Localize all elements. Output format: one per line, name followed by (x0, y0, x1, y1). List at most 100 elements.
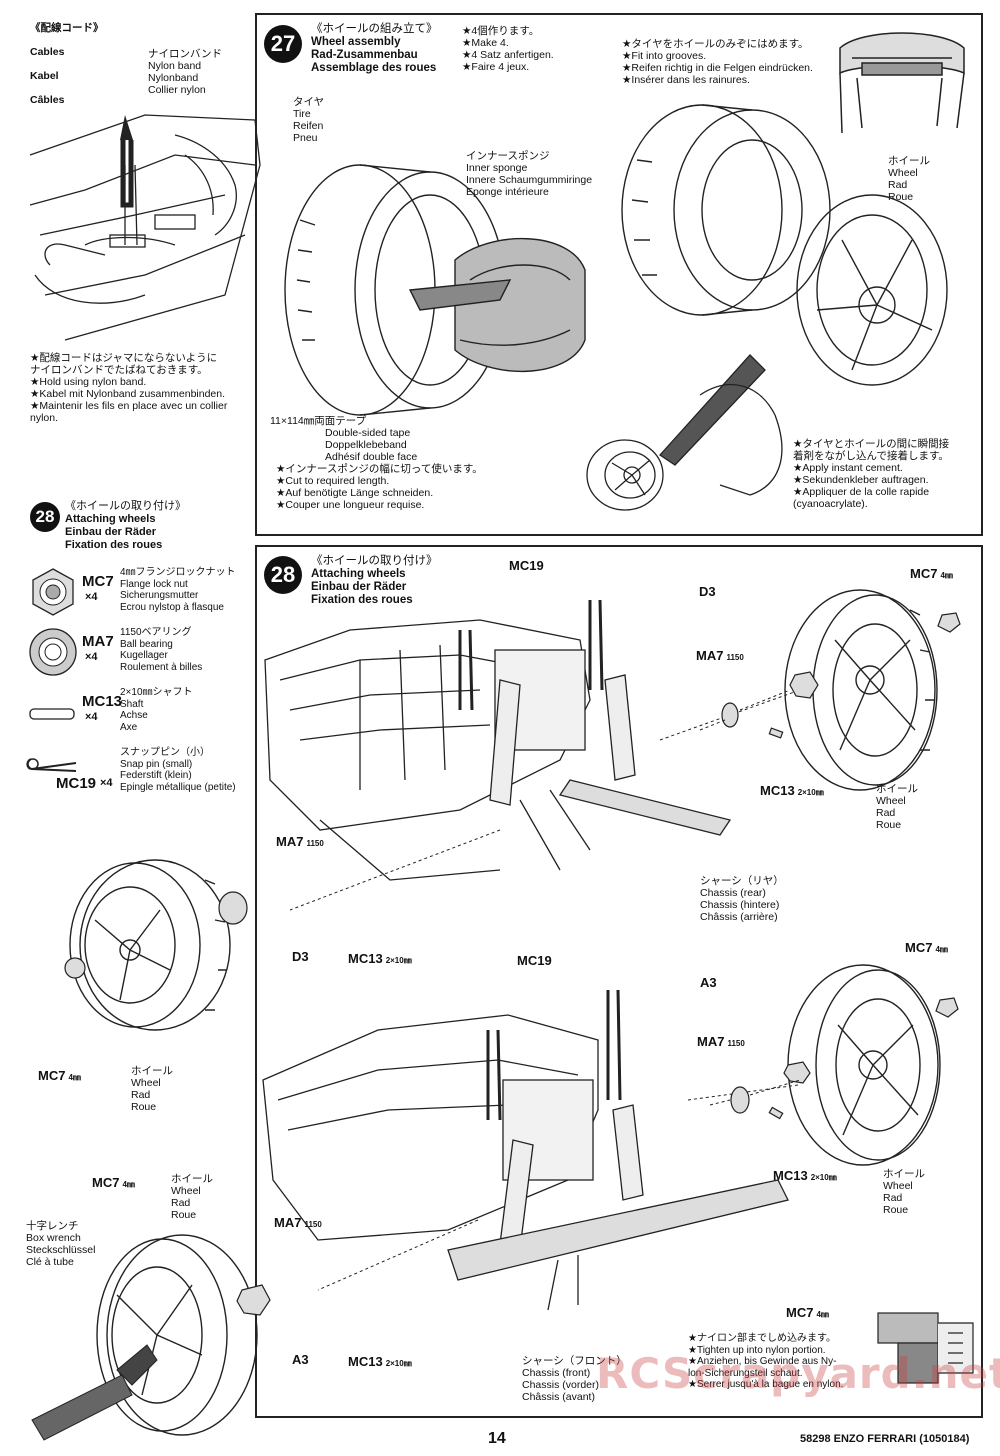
cables-title-de: Kabel (30, 70, 59, 82)
step28-title: 《ホイールの取り付け》 Attaching wheels Einbau der … (311, 555, 438, 607)
part-code-mc19: MC19 (56, 775, 97, 792)
cables-illustration (29, 114, 261, 341)
step27-title-fr: Assemblage des roues (311, 62, 437, 74)
label-mc13-right2-size: 2×10㎜ (810, 1173, 837, 1182)
rear-left-wheel-illustration (64, 859, 248, 1031)
label-mc13-bottom-code: MC13 (348, 1354, 383, 1369)
step28-panel (255, 545, 983, 1418)
rear-right-wheel-illustration (784, 589, 961, 791)
part-row-ma7: MA7 ×4 1150ベアリング Ball bearing Kugellager… (28, 627, 258, 676)
step28-parts-title-de: Einbau der Räder (65, 526, 157, 538)
cables-title-fr: Câbles (30, 94, 65, 106)
flange-nut-icon (32, 568, 74, 616)
label-wheel-top: ホイール Wheel Rad Roue (876, 783, 918, 831)
tire-on-wheel-illustration (621, 104, 948, 386)
tire-label: タイヤ Tire Reifen Pneu (293, 96, 325, 144)
part-row-mc19: MC19 ×4 スナップピン（小） Snap pin (small) Feder… (26, 747, 258, 795)
front-chassis-illustration (262, 989, 799, 1311)
nylon-band-label: ナイロンバンド Nylon band Nylonband Collier nyl… (148, 48, 223, 96)
label-wheel-right2: ホイール Wheel Rad Roue (883, 1168, 925, 1216)
step28-parts-title-jp: 《ホイールの取り付け》 (65, 500, 186, 512)
label-a3-bottom: A3 (292, 1352, 309, 1367)
cables-title-jp: 《配線コード》 (30, 22, 104, 34)
cut-note: ★インナースポンジの幅に切って使います。 ★Cut to required le… (276, 463, 483, 511)
label-mc13-left-size: 2×10㎜ (385, 956, 412, 965)
watermark: RCScrapyard.net (596, 1349, 1000, 1398)
part-qty-mc19: ×4 (100, 777, 113, 789)
fit-note: ★タイヤをホイールのみぞにはめます。 ★Fit into grooves. ★R… (622, 38, 813, 86)
part-desc-mc7: 4㎜フランジロックナット Flange lock nut Sicherungsm… (120, 567, 236, 613)
step27-title-en: Wheel assembly (311, 36, 401, 48)
step27-title-jp: 《ホイールの組み立て》 (311, 23, 438, 35)
label-mc13-left-code: MC13 (348, 951, 383, 966)
label-ma7-right2-size: 1150 (727, 1039, 745, 1048)
doc-id: 58298 ENZO FERRARI (1050184) (800, 1433, 970, 1445)
step28-parts-title-en: Attaching wheels (65, 513, 156, 525)
label-mc7-right2-code: MC7 (905, 940, 933, 955)
snap-pin-icon (26, 758, 77, 772)
step28-parts-title-fr: Fixation des roues (65, 539, 163, 551)
step28-number: 28 (264, 556, 302, 594)
page-number: 14 (488, 1430, 506, 1447)
step27-title-de: Rad-Zusammenbau (311, 49, 418, 61)
label-mc13-right2-code: MC13 (773, 1168, 808, 1183)
nylon-nut-detail-illustration (877, 1312, 974, 1384)
label-d3-top: D3 (699, 584, 716, 599)
front-hub-parts-illustration (709, 1079, 801, 1120)
cement-application-illustration (586, 354, 783, 511)
tighten-note: ★ナイロン部までしめ込みます。 ★Tighten up into nylon p… (688, 1333, 844, 1390)
cables-title: 《配線コード》 Cables Kabel Câbles (30, 10, 104, 118)
cement-note: ★タイヤとホイールの間に瞬間接 着剤をながし込んで接着します。 ★Apply i… (793, 438, 950, 510)
step28-title-de: Einbau der Räder (311, 581, 407, 593)
part-row-mc13: MC13 ×4 2×10㎜シャフト Shaft Achse Axe (28, 687, 258, 735)
label-wheel-left: ホイール Wheel Rad Roue (131, 1065, 173, 1113)
label-ma7-top-code: MA7 (696, 648, 724, 663)
tire-cross-section-illustration (839, 32, 965, 134)
step28-title-en: Attaching wheels (311, 568, 406, 580)
part-code-ma7: MA7 (82, 633, 114, 650)
label-mc13-top-size: 2×10㎜ (797, 788, 824, 797)
label-wheel-bottom: ホイール Wheel Rad Roue (171, 1173, 213, 1221)
label-a3-right: A3 (700, 975, 717, 990)
part-desc-mc13: 2×10㎜シャフト Shaft Achse Axe (120, 687, 193, 733)
label-mc7-left2-code: MC7 (38, 1068, 66, 1083)
front-right-wheel-illustration (783, 964, 959, 1166)
wheel-label-27: ホイール Wheel Rad Roue (888, 155, 930, 203)
label-mc7-top-size: 4㎜ (940, 571, 953, 580)
label-ma7-top-size: 1150 (726, 653, 744, 662)
part-qty-ma7: ×4 (85, 651, 98, 663)
label-ma7-left-code: MA7 (276, 834, 304, 849)
front-left-wheel-with-wrench-illustration (31, 1234, 271, 1441)
step28-parts-title: 《ホイールの取り付け》 Attaching wheels Einbau der … (65, 500, 186, 552)
cables-title-en: Cables (30, 46, 65, 58)
part-code-mc7: MC7 (82, 573, 114, 590)
label-box-wrench: 十字レンチ Box wrench Steckschlüssel Clé à tu… (26, 1220, 96, 1268)
label-chassis-front: シャーシ（フロント） Chassis (front) Chassis (vord… (522, 1355, 627, 1403)
label-mc7-bottom-code: MC7 (92, 1175, 120, 1190)
cables-note: ★配線コードはジャマにならないように ナイロンバンドでたばねておきます。 ★Ho… (30, 352, 228, 424)
label-ma7-left-size: 1150 (306, 839, 324, 848)
label-mc7-top-code: MC7 (910, 566, 938, 581)
part-desc-ma7: 1150ベアリング Ball bearing Kugellager Roulem… (120, 627, 203, 673)
label-chassis-rear: シャーシ（リヤ） Chassis (rear) Chassis (hintere… (700, 875, 784, 923)
label-mc7-bottom-right-size: 4㎜ (816, 1310, 829, 1319)
part-code-mc13: MC13 (82, 693, 123, 710)
label-ma7-bottom-size: 1150 (304, 1220, 322, 1229)
label-mc19-top: MC19 (509, 558, 544, 573)
label-mc19-mid: MC19 (517, 953, 552, 968)
step28-title-fr: Fixation des roues (311, 594, 413, 606)
part-desc-mc19: スナップピン（小） Snap pin (small) Federstift (k… (120, 747, 236, 793)
label-mc7-right2-size: 4㎜ (935, 945, 948, 954)
label-d3-left: D3 (292, 949, 309, 964)
